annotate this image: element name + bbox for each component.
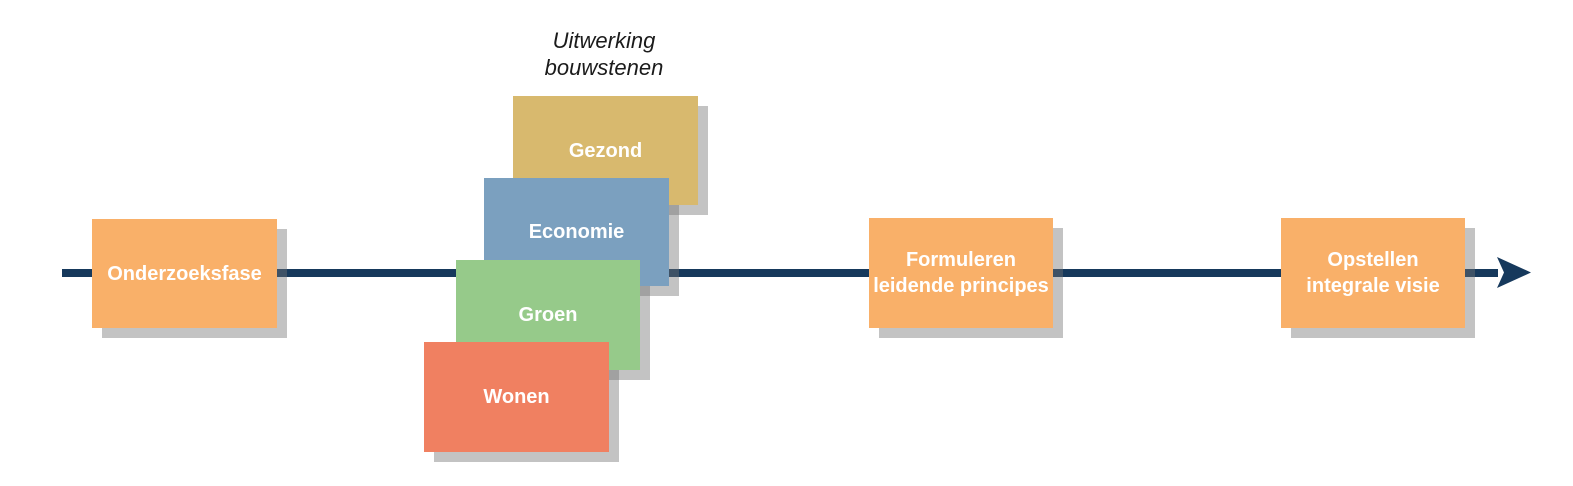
stack-title: Uitwerking bouwstenen	[544, 28, 664, 80]
arrowhead-icon	[1497, 257, 1531, 288]
arrowhead-shape	[1497, 257, 1531, 288]
building-block-wonen: Wonen	[424, 342, 609, 452]
phase-box-onderzoeksfase: Onderzoeksfase	[92, 219, 277, 328]
timeline-line	[62, 269, 1498, 277]
phase-box-formuleren-leidende-principes: Formuleren leidende principes	[869, 218, 1053, 328]
phase-box-opstellen-integrale-visie: Opstellen integrale visie	[1281, 218, 1465, 328]
